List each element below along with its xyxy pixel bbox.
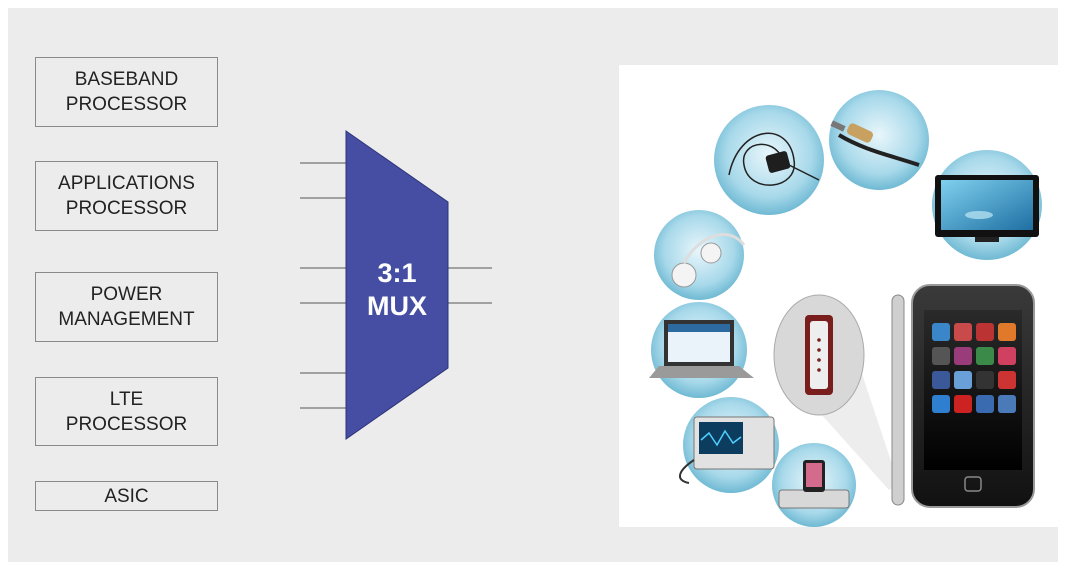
earphones-icon	[654, 210, 744, 300]
diagram-canvas: BASEBAND PROCESSOR APPLICATIONS PROCESSO…	[8, 8, 1058, 562]
audio-jack-cable-icon	[829, 90, 929, 190]
smartphone-side-icon	[892, 295, 904, 505]
laptop-icon	[649, 302, 754, 398]
output-wires	[448, 268, 492, 303]
device-illustration-art	[619, 65, 1061, 527]
mux-label-text: MUX	[367, 291, 427, 321]
input-wires	[300, 163, 346, 408]
oscilloscope-icon	[680, 397, 779, 493]
device-illustration	[619, 65, 1061, 527]
smartphone-icon	[912, 285, 1034, 507]
charger-cable-icon	[714, 105, 824, 215]
docking-station-icon	[772, 443, 856, 527]
mux-label-ratio: 3:1	[377, 258, 416, 288]
flat-tv-icon	[932, 150, 1042, 260]
